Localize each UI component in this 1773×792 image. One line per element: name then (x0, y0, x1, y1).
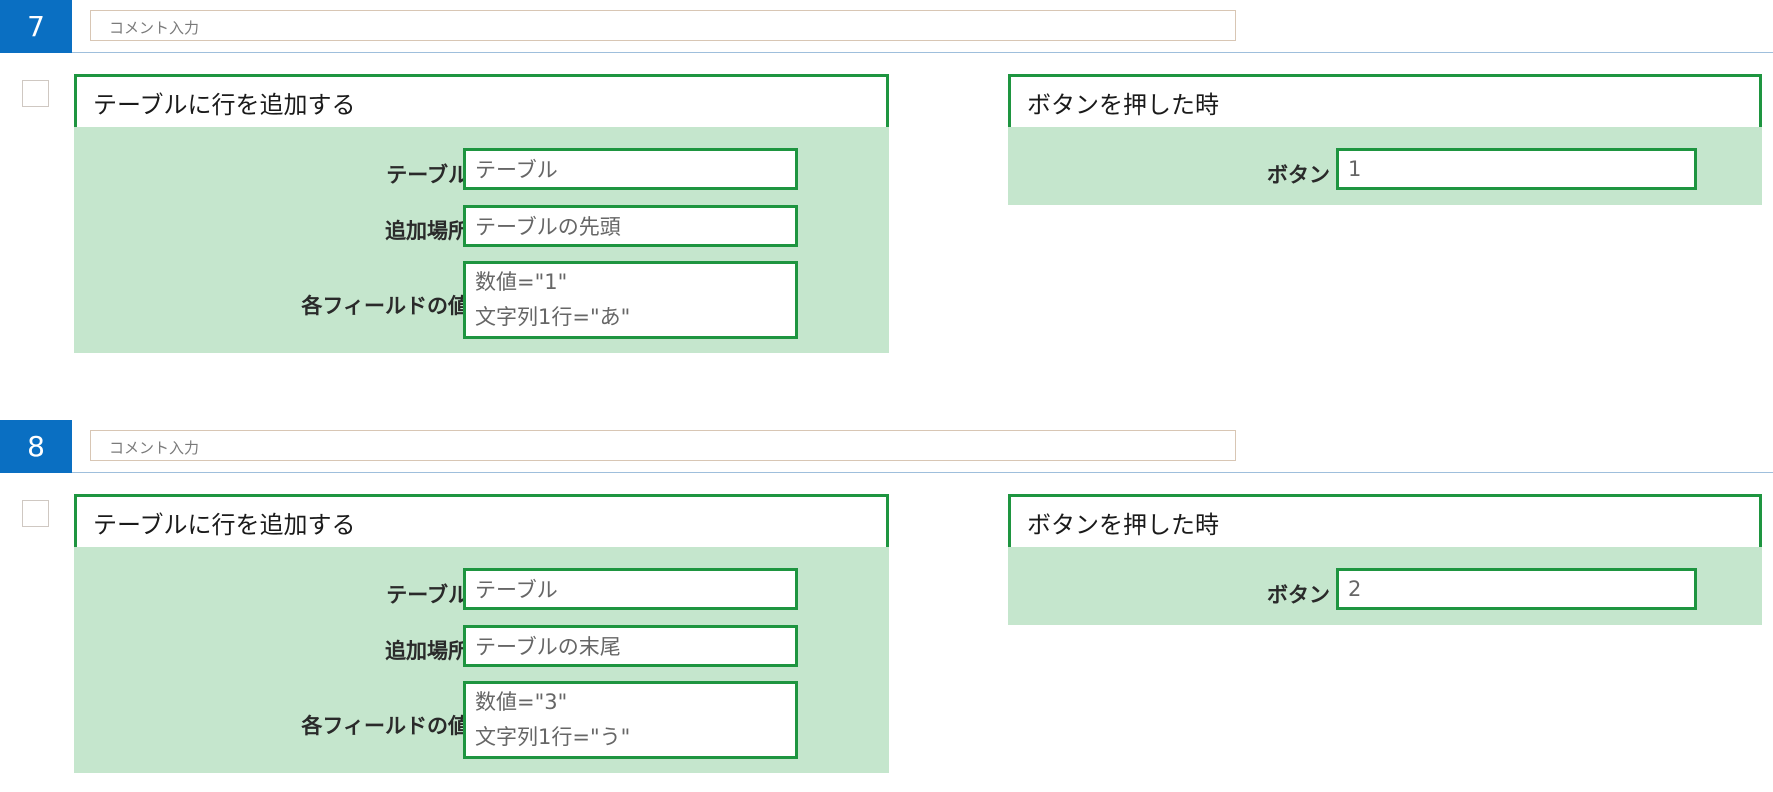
trigger-body: ボタン 1 (1008, 127, 1762, 205)
action-title[interactable]: テーブルに行を追加する (74, 494, 889, 550)
values-field[interactable]: 数値="1" 文字列1行="あ" (463, 261, 798, 339)
action-body: テーブル テーブル 追加場所 テーブルの末尾 各フィールドの値 数値="3" 文… (74, 547, 889, 773)
values-field[interactable]: 数値="3" 文字列1行="う" (463, 681, 798, 759)
button-label: ボタン (1267, 583, 1330, 607)
value-line: 文字列1行="あ" (475, 305, 631, 329)
step-number-badge: 8 (0, 420, 72, 473)
position-label: 追加場所 (385, 219, 469, 243)
comment-input[interactable]: コメント入力 (90, 10, 1236, 41)
button-field[interactable]: 2 (1336, 568, 1697, 610)
step-checkbox[interactable] (22, 80, 49, 107)
step-number-badge: 7 (0, 0, 72, 53)
values-label: 各フィールドの値 (301, 294, 469, 318)
value-line: 数値="3" (475, 690, 568, 714)
position-field[interactable]: テーブルの先頭 (463, 205, 798, 247)
step-divider (72, 52, 1773, 53)
button-field[interactable]: 1 (1336, 148, 1697, 190)
value-line: 文字列1行="う" (475, 725, 631, 749)
step-divider (72, 472, 1773, 473)
position-field[interactable]: テーブルの末尾 (463, 625, 798, 667)
table-label: テーブル (386, 163, 469, 187)
value-line: 数値="1" (475, 270, 568, 294)
step-7: 7 コメント入力 テーブルに行を追加する テーブル テーブル 追加場所 テーブル… (0, 0, 1773, 372)
button-label: ボタン (1267, 163, 1330, 187)
table-field[interactable]: テーブル (463, 148, 798, 190)
trigger-title[interactable]: ボタンを押した時 (1008, 74, 1762, 130)
step-checkbox[interactable] (22, 500, 49, 527)
trigger-title[interactable]: ボタンを押した時 (1008, 494, 1762, 550)
table-label: テーブル (386, 583, 469, 607)
position-label: 追加場所 (385, 639, 469, 663)
comment-input[interactable]: コメント入力 (90, 430, 1236, 461)
trigger-body: ボタン 2 (1008, 547, 1762, 625)
table-field[interactable]: テーブル (463, 568, 798, 610)
values-label: 各フィールドの値 (301, 714, 469, 738)
step-8: 8 コメント入力 テーブルに行を追加する テーブル テーブル 追加場所 テーブル… (0, 420, 1773, 792)
action-title[interactable]: テーブルに行を追加する (74, 74, 889, 130)
action-body: テーブル テーブル 追加場所 テーブルの先頭 各フィールドの値 数値="1" 文… (74, 127, 889, 353)
